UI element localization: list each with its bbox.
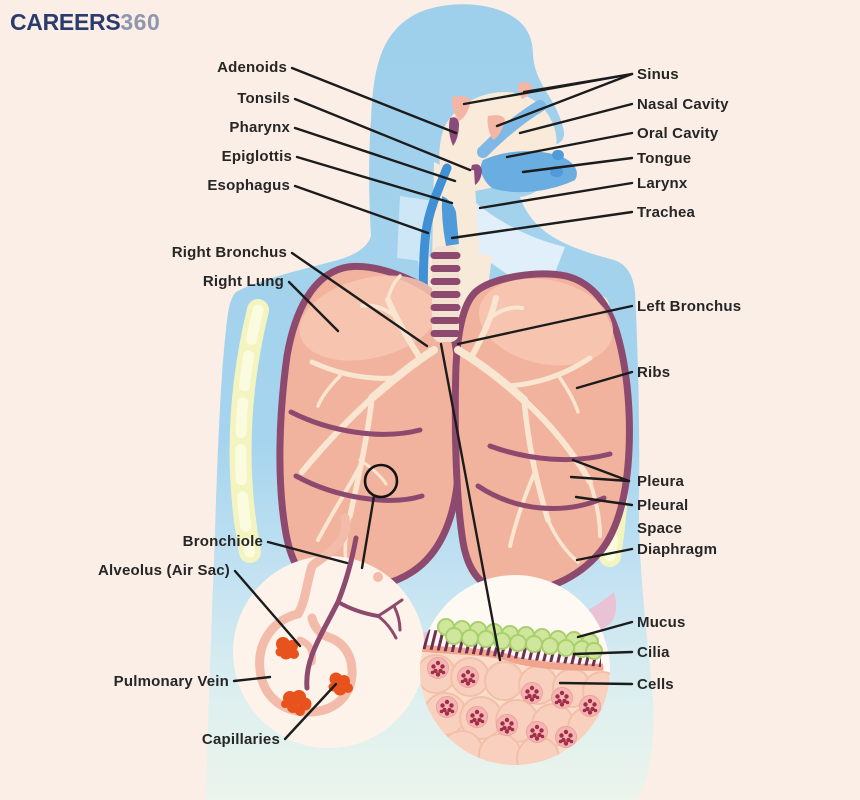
label-esophagus: Esophagus — [207, 177, 290, 194]
leader-right-bronchus — [290, 251, 429, 348]
inset-alveolus — [233, 513, 425, 748]
leader-epiglottis — [295, 155, 454, 205]
logo-primary-text: CAREERS — [10, 9, 120, 35]
label-nasal-cavity: Nasal Cavity — [637, 96, 729, 113]
leader-cilia — [572, 650, 634, 656]
magnifier-circle — [363, 463, 399, 499]
alveolus-sac — [255, 513, 357, 717]
careers360-logo: CAREERS360 — [10, 9, 160, 35]
leader-larynx — [478, 181, 634, 210]
label-pleura: Pleura — [637, 473, 685, 490]
label-diaphragm: Diaphragm — [637, 541, 717, 558]
nasal-passage-curve — [477, 100, 546, 158]
leader-capillaries — [283, 682, 338, 741]
label-ribs: Ribs — [637, 364, 670, 381]
label-epiglottis: Epiglottis — [222, 148, 292, 165]
leader-pulmonary-vein — [232, 675, 272, 683]
leader-esophagus — [293, 184, 430, 235]
capillaries-clusters — [275, 637, 353, 716]
label-right-lung: Right Lung — [203, 273, 284, 290]
leader-diaphragm — [575, 547, 634, 562]
leader-mucus — [576, 620, 634, 639]
leader-pleural-space — [574, 495, 634, 507]
label-sinus: Sinus — [637, 66, 679, 83]
leader-alveolus — [233, 569, 302, 648]
leader-nasal-cavity — [518, 102, 634, 135]
leader-lines — [232, 66, 634, 741]
labels: Adenoids Tonsils Pharynx Epiglottis Esop… — [98, 59, 741, 748]
alveolus-dot — [373, 572, 383, 582]
leader-tonsils — [293, 97, 472, 172]
label-cilia: Cilia — [637, 644, 670, 661]
label-adenoids: Adenoids — [217, 59, 287, 76]
leader-bronchiole — [266, 540, 349, 565]
label-tonsils: Tonsils — [237, 90, 290, 107]
trachea-shape — [430, 246, 461, 342]
leader-cells — [558, 681, 634, 686]
leader-tongue — [521, 156, 634, 174]
leader-left-bronchus — [456, 304, 634, 346]
label-cells: Cells — [637, 676, 674, 693]
connector-magnifier-inset — [360, 494, 376, 570]
left-lung-highlight — [478, 278, 614, 366]
label-bronchiole: Bronchiole — [183, 533, 263, 550]
connector-airway-cells-inset — [439, 342, 502, 662]
leader-pharynx — [293, 126, 457, 183]
lung-fissures — [288, 409, 613, 511]
leader-pleura-2 — [569, 475, 631, 483]
label-pleural-space-line2: Space — [637, 520, 682, 537]
leader-sinus-2 — [495, 72, 634, 128]
label-tongue: Tongue — [637, 150, 691, 167]
label-oral-cavity: Oral Cavity — [637, 125, 719, 142]
label-trachea: Trachea — [637, 204, 696, 221]
leader-adenoids — [290, 66, 458, 135]
bronchiole-branch — [304, 535, 404, 691]
label-right-bronchus: Right Bronchus — [172, 244, 287, 261]
inset-cells — [420, 575, 610, 765]
ribs-left — [229, 299, 269, 563]
label-larynx: Larynx — [637, 175, 688, 192]
label-alveolus: Alveolus (Air Sac) — [98, 562, 230, 579]
larynx-shape — [441, 196, 459, 246]
label-capillaries: Capillaries — [202, 731, 280, 748]
leader-ribs — [575, 370, 634, 390]
leader-trachea — [450, 210, 634, 240]
leader-right-lung — [287, 280, 340, 333]
label-pulmonary-vein: Pulmonary Vein — [114, 673, 229, 690]
label-pleural-space-line1: Pleural — [637, 497, 688, 514]
upper-lip — [552, 150, 564, 160]
bronchial-tree-right — [299, 274, 438, 564]
logo-secondary-text: 360 — [120, 9, 160, 35]
label-mucus: Mucus — [637, 614, 686, 631]
label-pharynx: Pharynx — [229, 119, 290, 136]
leader-oral-cavity — [505, 131, 634, 159]
leader-pleura-1 — [571, 458, 631, 483]
leader-sinus-3 — [522, 72, 634, 94]
label-left-bronchus: Left Bronchus — [637, 298, 741, 315]
